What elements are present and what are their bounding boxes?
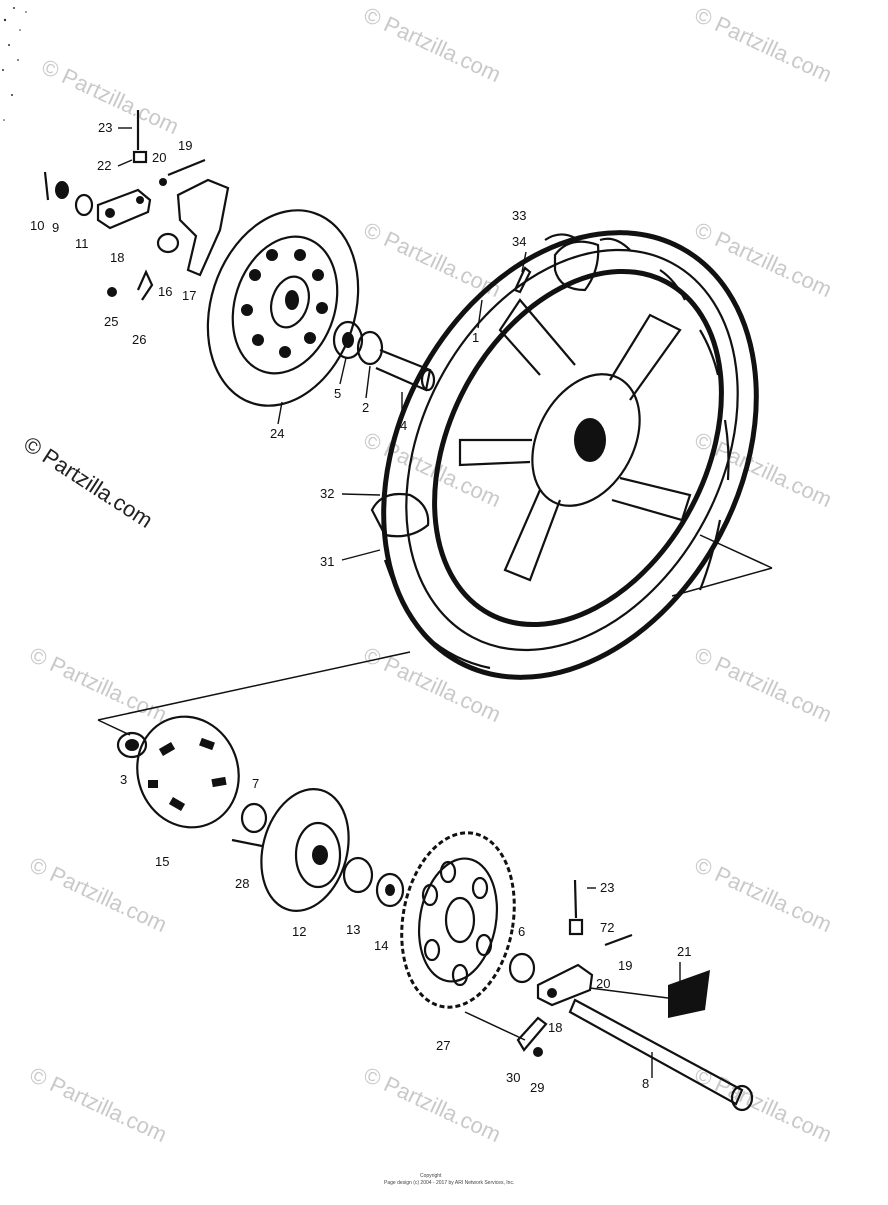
callout-label: 27	[436, 1038, 450, 1053]
bearings-spacer	[332, 320, 436, 392]
sprocket	[400, 831, 516, 1009]
footer-line-1: Copyright	[420, 1173, 442, 1179]
watermark-layer: © Partzilla.com © Partzilla.com © Partzi…	[19, 2, 836, 1147]
callout-label: 5	[334, 386, 341, 401]
watermark: © Partzilla.com	[691, 217, 836, 302]
callout-label: 18	[548, 1020, 562, 1035]
watermark-large: © Partzilla.com	[19, 431, 157, 533]
callout-label: 14	[374, 938, 388, 953]
callout-label: 19	[618, 958, 632, 973]
callout-label: 20	[596, 976, 610, 991]
callout-label: 15	[155, 854, 169, 869]
callout-label: 20	[152, 150, 166, 165]
callout-label: 22	[97, 158, 111, 173]
leader-guides	[97, 534, 773, 1041]
watermark: © Partzilla.com	[691, 2, 836, 87]
callout-label: 6	[518, 924, 525, 939]
watermark: © Partzilla.com	[360, 1062, 505, 1147]
callout-label: 32	[320, 486, 334, 501]
callout-label: 23	[98, 120, 112, 135]
callout-leaders	[117, 127, 681, 1078]
callout-label: 9	[52, 220, 59, 235]
callout-label: 17	[182, 288, 196, 303]
callout-label: 2	[362, 400, 369, 415]
watermark: © Partzilla.com	[691, 852, 836, 937]
callout-label: 18	[110, 250, 124, 265]
axle-adjuster	[508, 879, 754, 1112]
callout-label: 28	[235, 876, 249, 891]
brake-disc	[206, 209, 360, 407]
callout-label: 19	[178, 138, 192, 153]
callout-label: 10	[30, 218, 44, 233]
watermark: © Partzilla.com	[691, 642, 836, 727]
callout-label: 13	[346, 922, 360, 937]
callout-label: 3	[120, 772, 127, 787]
footer: Copyright Page design (c) 2004 - 2017 by…	[384, 1173, 514, 1186]
footer-line-2: Page design (c) 2004 - 2017 by ARI Netwo…	[384, 1180, 514, 1186]
callout-label: 21	[677, 944, 691, 959]
callout-label: 7	[252, 776, 259, 791]
callout-label: 23	[600, 880, 614, 895]
callout-label: 24	[270, 426, 284, 441]
callout-label: 26	[132, 332, 146, 347]
callout-label: 72	[600, 920, 614, 935]
callout-label: 25	[104, 314, 118, 329]
callout-labels: 1 5 2 4 24 3 7 8 9 10 11 12 13 14 15 16 …	[30, 120, 691, 1095]
upper-left-bracket-parts	[43, 110, 230, 301]
watermark: © Partzilla.com	[360, 2, 505, 87]
scan-speckle	[2, 7, 27, 121]
watermark: © Partzilla.com	[691, 427, 836, 512]
callout-label: 30	[506, 1070, 520, 1085]
callout-label: 1	[472, 330, 479, 345]
rear-wheel	[370, 230, 759, 680]
callout-label: 4	[400, 418, 407, 433]
watermark: © Partzilla.com	[360, 642, 505, 727]
callout-label: 16	[158, 284, 172, 299]
lower-hub-assembly	[116, 715, 405, 912]
callout-label: 11	[75, 236, 89, 251]
watermark: © Partzilla.com	[26, 642, 171, 727]
watermark: © Partzilla.com	[26, 852, 171, 937]
callout-label: 12	[292, 924, 306, 939]
callout-label: 31	[320, 554, 334, 569]
callout-label: 8	[642, 1076, 649, 1091]
callout-label: 29	[530, 1080, 544, 1095]
watermark: © Partzilla.com	[26, 1062, 171, 1147]
callout-label: 33	[512, 208, 526, 223]
callout-label: 34	[512, 234, 526, 249]
